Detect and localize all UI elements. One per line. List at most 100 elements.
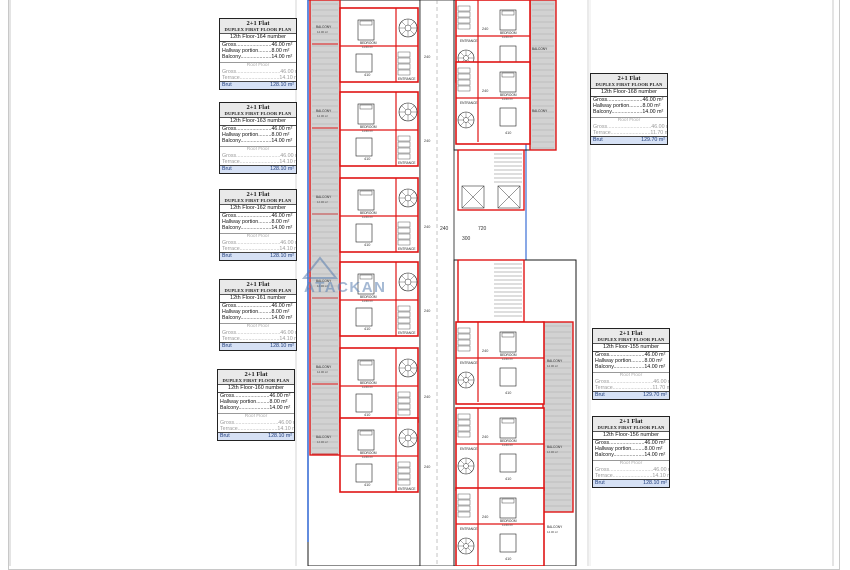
brut-value: 128.10 m²	[270, 166, 294, 173]
dimension-label: 410	[364, 413, 370, 417]
stair-tread	[401, 275, 407, 281]
dimension-label: 240	[482, 515, 488, 519]
stair-tread	[401, 113, 407, 119]
dimension-label: 240	[424, 225, 430, 229]
kitchen-counter	[397, 135, 411, 142]
entrance-label: ENTRANCE	[460, 527, 478, 531]
bedroom-area: 11.60 m²	[362, 215, 373, 219]
stair-tread	[409, 113, 415, 119]
kitchen-counter	[397, 221, 411, 228]
pillow-icon	[501, 418, 515, 424]
dimension-label: 240	[482, 349, 488, 353]
bed-icon	[499, 417, 517, 439]
balcony-label: BALCONY	[316, 435, 332, 439]
entrance-label: ENTRANCE	[398, 331, 416, 335]
unit-walls	[339, 347, 419, 423]
dimension-label: 410	[364, 157, 370, 161]
brut-value: 129.70 m²	[641, 137, 665, 144]
card-floor-number: 12th Floor-160 number	[218, 385, 294, 393]
balcony-label: BALCONY	[316, 195, 332, 199]
stair-tread	[467, 121, 472, 126]
balcony-area: 14.00 m²	[317, 30, 328, 34]
bedroom-label: BEDROOM	[360, 125, 377, 129]
card-subtitle: DUPLEX FIRST FLOOR PLAN	[224, 27, 292, 32]
card-roof-terrace: Terrace...........................11.70 …	[593, 129, 667, 136]
bed-icon	[357, 359, 375, 381]
dimension-label: 410	[364, 327, 370, 331]
card-roof-floor: Roof Floor	[619, 372, 643, 378]
balcony-area: 14.00 m²	[547, 364, 558, 368]
dimension-label: 240	[424, 309, 430, 313]
kitchen-counter	[397, 147, 411, 154]
kitchen-counter	[397, 305, 411, 312]
bedroom-label: BEDROOM	[500, 93, 517, 97]
kitchen-counter	[397, 403, 411, 410]
stair-tread	[460, 381, 465, 386]
card-gross: Gross........................46.00 m²	[593, 97, 664, 103]
stair-tread	[467, 460, 472, 465]
card-balcony: Balcony.....................14.00 m²	[220, 405, 291, 412]
kitchen-counter	[457, 17, 471, 24]
balcony-label: BALCONY	[547, 359, 563, 363]
bed-icon	[499, 71, 517, 93]
bed-icon	[499, 9, 517, 31]
bedroom-label: BEDROOM	[360, 381, 377, 385]
card-subtitle: DUPLEX FIRST FLOOR PLAN	[224, 111, 292, 116]
card-hallway: Hallway portion.........8.00 m²	[595, 446, 663, 453]
dimension-label: 720	[478, 226, 487, 232]
card-subtitle: DUPLEX FIRST FLOOR PLAN	[595, 82, 663, 87]
card-hallway: Hallway portion.........8.00 m²	[595, 358, 663, 365]
unit-walls	[455, 321, 545, 405]
card-hallway: Hallway portion.........8.00 m²	[593, 103, 661, 110]
unit-walls	[339, 261, 419, 337]
balcony-strip-right-upper	[529, 0, 557, 151]
kitchen-counter	[457, 499, 471, 506]
card-gross: Gross........................46.00 m²	[220, 393, 291, 399]
card-roof-floor: Roof Floor	[246, 146, 270, 152]
pillow-icon	[359, 430, 373, 436]
brut-label: Brut	[222, 253, 232, 260]
card-title: 2+1 Flat	[619, 418, 643, 425]
card-roof-terrace: Terrace...........................14.10 …	[222, 74, 296, 81]
stair-tread	[401, 431, 407, 437]
pillow-icon	[359, 20, 373, 26]
card-hallway: Hallway portion.........8.00 m²	[222, 48, 290, 55]
kitchen-counter	[397, 153, 411, 160]
card-gross: Gross........................46.00 m²	[222, 126, 293, 132]
card-roof-terrace: Terrace...........................11.70 …	[595, 384, 669, 391]
bed-icon	[357, 19, 375, 41]
entrance-label: ENTRANCE	[460, 39, 478, 43]
card-floor-number: 12th Floor-163 number	[220, 118, 296, 126]
balcony-strip-right-lower	[542, 321, 574, 513]
bed-icon	[355, 223, 373, 243]
kitchen-counter	[397, 323, 411, 330]
kitchen-counter	[457, 425, 471, 432]
entrance-label: ENTRANCE	[398, 161, 416, 165]
bed-icon	[355, 307, 373, 327]
stair-tread	[460, 52, 465, 57]
dimension-label: 240	[482, 435, 488, 439]
bed-icon	[499, 453, 517, 473]
bedroom-area: 11.60 m²	[362, 385, 373, 389]
bed-icon	[357, 103, 375, 125]
entrance-label: ENTRANCE	[398, 247, 416, 251]
bed-icon	[357, 429, 375, 451]
card-title: 2+1 Flat	[619, 330, 643, 337]
card-title: 2+1 Flat	[246, 20, 270, 27]
balcony-strip-left	[309, 0, 341, 456]
card-roof-floor: Roof Floor	[619, 460, 643, 466]
kitchen-counter	[397, 397, 411, 404]
card-floor-number: 12th Floor-164 number	[220, 34, 296, 42]
card-gross: Gross........................46.00 m²	[595, 440, 666, 446]
